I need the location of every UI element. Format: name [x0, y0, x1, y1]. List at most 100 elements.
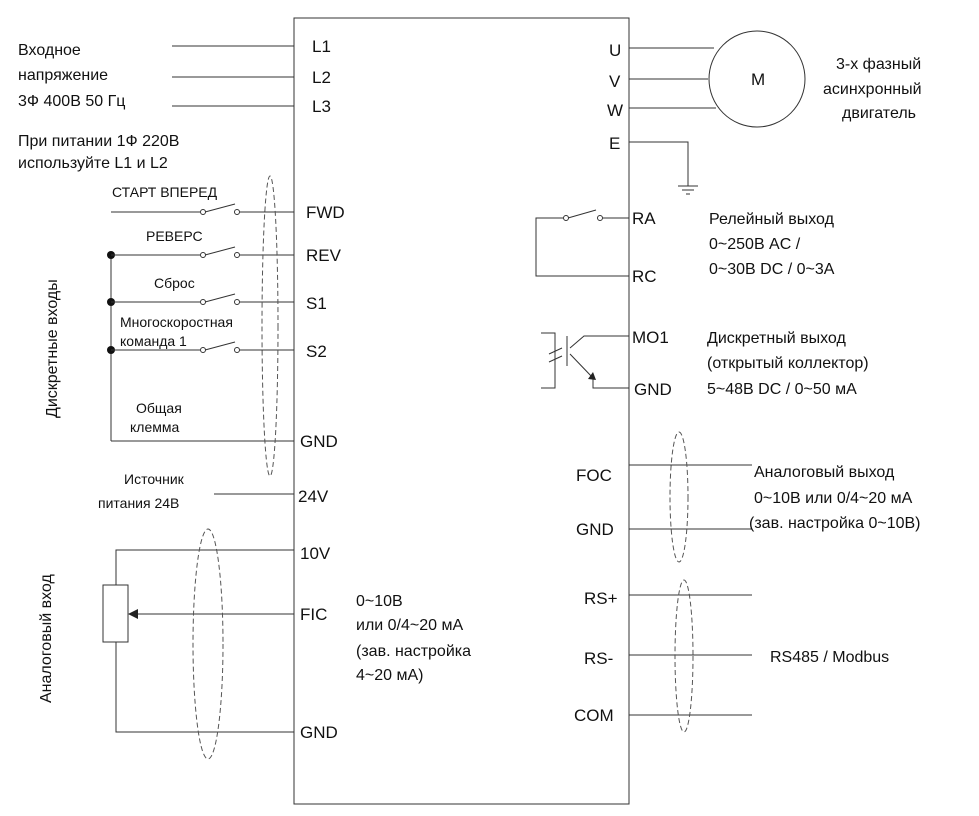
- input-voltage-line-1: Входное: [18, 42, 81, 59]
- single-phase-line-2: используйте L1 и L2: [18, 155, 168, 172]
- fwd-switch-contact: [200, 209, 206, 215]
- relay-contact-2: [597, 215, 603, 221]
- single-phase-line-1: При питании 1Ф 220В: [18, 133, 179, 150]
- rev-switch-blade: [204, 246, 236, 256]
- discrete-output-3: 5~48В DC / 0~50 мА: [707, 381, 857, 398]
- discrete-output-1: Дискретный выход: [707, 330, 846, 347]
- analog-output-1: Аналоговый выход: [754, 464, 895, 481]
- mo1-wire: [569, 335, 629, 349]
- s1-switch-blade: [204, 293, 236, 303]
- s2-switch-contact-2: [234, 347, 240, 353]
- common-terminal-label-1: Общая: [136, 400, 182, 416]
- multispeed-label-1: Многоскоростная: [120, 314, 233, 330]
- reverse-label: РЕВЕРС: [146, 228, 203, 244]
- terminal-l1: L1: [312, 37, 331, 56]
- gnd-mo-wire: [569, 353, 629, 389]
- terminal-gnd-mo: GND: [634, 380, 672, 399]
- terminal-l2: L2: [312, 68, 331, 87]
- motor-symbol: M: [751, 70, 765, 89]
- terminal-foc: FOC: [576, 466, 612, 485]
- motor-label-2: асинхронный: [823, 81, 922, 98]
- power-source-label-2: питания 24В: [98, 495, 179, 511]
- potentiometer-wiper-arrow: [128, 609, 138, 619]
- relay-output-3: 0~30В DC / 0~3А: [709, 261, 835, 278]
- earth-wire: [629, 141, 689, 186]
- terminal-s1: S1: [306, 294, 327, 313]
- analog-output-2: 0~10В или 0/4~20 мА: [754, 490, 913, 507]
- analog-input-range-2: или 0/4~20 мА: [356, 617, 463, 634]
- terminal-l3: L3: [312, 97, 331, 116]
- fwd-switch-contact-2: [234, 209, 240, 215]
- discrete-output-2: (открытый коллектор): [707, 355, 869, 372]
- terminal-w: W: [607, 101, 623, 120]
- single-phase-note: При питании 1Ф 220В используйте L1 и L2: [18, 133, 179, 172]
- analog-input-range-3: (зав. настройка: [356, 643, 471, 660]
- input-voltage-line-3: 3Ф 400В 50 Гц: [18, 93, 125, 110]
- reset-label: Сброс: [154, 275, 195, 291]
- analog-output-label: Аналоговый выход 0~10В или 0/4~20 мА (за…: [749, 464, 920, 532]
- common-terminal-label-2: клемма: [130, 419, 179, 435]
- opto-light-ray-2: [548, 355, 563, 363]
- input-voltage-line-2: напряжение: [18, 67, 108, 84]
- multispeed-label-2: команда 1: [120, 333, 187, 349]
- opto-bracket: [541, 332, 556, 389]
- terminal-v: V: [609, 72, 621, 91]
- analog-input-shield: [192, 528, 224, 760]
- discrete-inputs-title: Дискретные входы: [44, 279, 61, 418]
- transistor-emitter-arrow: [588, 372, 596, 380]
- s2-switch-contact: [200, 347, 206, 353]
- terminal-gnd-analog: GND: [300, 723, 338, 742]
- motor-label: 3-х фазный асинхронный двигатель: [823, 56, 922, 122]
- s1-switch-contact-2: [234, 299, 240, 305]
- terminal-gnd-inputs: GND: [300, 432, 338, 451]
- relay-wire-rc: [535, 217, 629, 277]
- terminal-rc: RC: [632, 267, 657, 286]
- motor-circle: [708, 30, 806, 128]
- right-terminals: U V W E RA RC MO1 GND FOC GND RS+ RS- CO…: [574, 41, 672, 725]
- rs485-label: RS485 / Modbus: [770, 649, 889, 666]
- s2-switch-blade: [204, 341, 236, 351]
- terminal-ra: RA: [632, 209, 656, 228]
- relay-blade: [567, 209, 597, 219]
- rev-switch-contact: [200, 252, 206, 258]
- motor-label-1: 3-х фазный: [836, 56, 921, 73]
- terminal-fic: FIC: [300, 605, 327, 624]
- gnd-analog-wire: [115, 642, 294, 733]
- potentiometer: [102, 584, 129, 643]
- terminal-rsp: RS+: [584, 589, 618, 608]
- terminal-24v: 24V: [298, 487, 329, 506]
- relay-output-1: Релейный выход: [709, 211, 835, 228]
- relay-contact-1: [563, 215, 569, 221]
- fwd-switch-blade: [204, 203, 236, 213]
- discrete-output-label: Дискретный выход (открытый коллектор) 5~…: [707, 330, 869, 398]
- terminal-s2: S2: [306, 342, 327, 361]
- start-forward-label: СТАРТ ВПЕРЕД: [112, 184, 218, 200]
- terminal-e: E: [609, 134, 620, 153]
- analog-input-title: Аналоговый вход: [38, 574, 55, 703]
- discrete-inputs-shield: [261, 175, 279, 477]
- terminal-u: U: [609, 41, 621, 60]
- terminal-10v: 10V: [300, 544, 331, 563]
- relay-output-2: 0~250В AC /: [709, 236, 801, 253]
- motor-label-3: двигатель: [842, 105, 916, 122]
- terminal-mo1: MO1: [632, 328, 669, 347]
- inverter-box: [293, 17, 630, 805]
- input-voltage-label: Входное напряжение 3Ф 400В 50 Гц: [18, 42, 125, 110]
- rs485-shield: [674, 579, 694, 733]
- left-terminals: L1 L2 L3 FWD REV S1 S2 GND 24V 10V FIC G…: [298, 37, 345, 742]
- power-source-label-1: Источник: [124, 471, 185, 487]
- s1-switch-contact: [200, 299, 206, 305]
- terminal-gnd-foc: GND: [576, 520, 614, 539]
- analog-input-range: 0~10В или 0/4~20 мА (зав. настройка 4~20…: [356, 593, 471, 684]
- terminal-com: COM: [574, 706, 614, 725]
- terminal-rev: REV: [306, 246, 342, 265]
- opto-light-ray-1: [548, 347, 563, 355]
- analog-output-3: (зав. настройка 0~10В): [749, 515, 920, 532]
- analog-input-range-1: 0~10В: [356, 593, 403, 610]
- rev-switch-contact-2: [234, 252, 240, 258]
- analog-input-range-4: 4~20 мА): [356, 667, 423, 684]
- relay-output-label: Релейный выход 0~250В AC / 0~30В DC / 0~…: [709, 211, 835, 278]
- terminal-fwd: FWD: [306, 203, 345, 222]
- terminal-rsm: RS-: [584, 649, 613, 668]
